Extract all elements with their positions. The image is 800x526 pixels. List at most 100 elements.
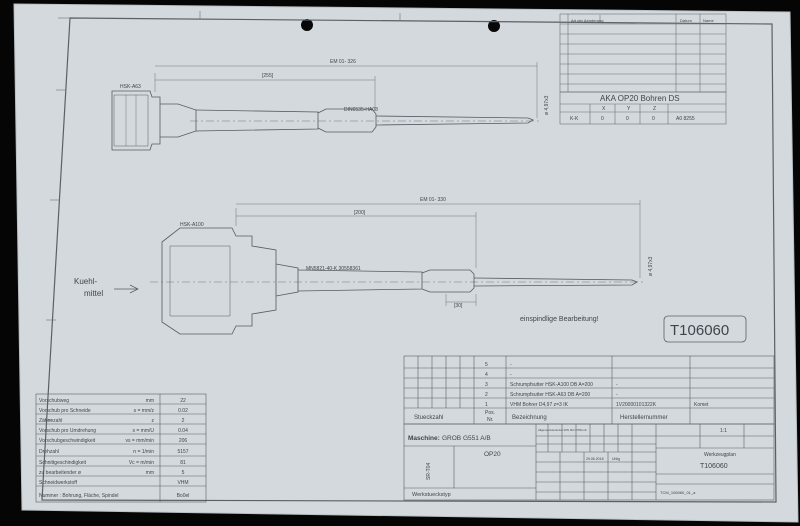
tool1-holder: HSK-A63 <box>120 84 141 90</box>
tool2-holder: HSK-A100 <box>180 222 204 228</box>
cutting-label: zu bearbeitender ø <box>39 470 81 476</box>
aka-row-label: K-K <box>570 116 579 122</box>
header-qty: Stueckzahl <box>414 415 443 421</box>
tool-number-box <box>663 315 747 343</box>
tool1-drawing <box>111 62 540 151</box>
part-text-1: VHM Bohrer D4,97 z=3 IK <box>510 402 569 408</box>
header-desc: Bezeichnung <box>512 415 547 421</box>
revision-col2: Datum <box>680 18 692 23</box>
machining-note: einspindlige Bearbeitung! <box>520 316 599 323</box>
value-z: 0 <box>652 116 655 122</box>
machine-label: Maschine: <box>408 435 440 442</box>
cutting-label: Zähnezahl <box>39 418 62 424</box>
header-pos-1: Pos. <box>485 410 495 416</box>
plan-number: T106060 <box>700 463 728 470</box>
part-supplier-end: Komet <box>694 402 709 408</box>
header-mfr: Herstellernummer <box>620 415 668 421</box>
cutting-value: 0.04 <box>178 428 188 434</box>
paper <box>14 4 798 522</box>
tool2-length: [30] <box>454 303 463 309</box>
cutting-unit: n = 1/min <box>133 449 154 455</box>
tool2-overall: EM 01- 330 <box>420 197 446 203</box>
coolant-label-2: mittel <box>84 289 103 298</box>
part-supplier-3: - <box>616 382 618 388</box>
cutting-value: 0.02 <box>178 408 188 414</box>
cutting-value: 81 <box>180 460 186 466</box>
part-pos-4: 4 <box>485 372 488 378</box>
cutting-value: 5 <box>182 470 185 476</box>
punch-hole-right <box>488 20 500 32</box>
part-pos-3: 3 <box>485 382 488 388</box>
cutting-unit: z <box>152 418 155 424</box>
scale: 1:1 <box>720 428 727 434</box>
part-text-5: - <box>510 362 512 368</box>
cutting-label: Schneidwerkstoff <box>39 480 78 486</box>
cutting-unit: Vc = m/min <box>129 460 154 466</box>
tool1-bracket: [255] <box>262 73 274 79</box>
side-label: SR-T04 <box>426 463 432 480</box>
cutting-value: 5157 <box>177 449 188 455</box>
aka-title: AKA OP20 Bohren DS <box>600 94 680 103</box>
cutting-data-table <box>35 393 207 503</box>
cutting-label: Vorschub pro Umdrehung <box>39 428 96 434</box>
value-x: 0 <box>601 116 604 122</box>
tool2-spec: MN5821-40-K 30558361 <box>306 266 361 272</box>
cutting-label: Vorschubgeschwindigkeit <box>39 438 96 444</box>
tool1-diameter: ø 4,97x3 <box>544 95 550 115</box>
aka-code: A0 8255 <box>676 116 695 122</box>
axis-x: X <box>602 106 606 112</box>
date: 29.06.2018 <box>586 457 604 461</box>
tool2-drawing <box>114 200 645 335</box>
cutting-unit: vs = mm/min <box>126 438 155 444</box>
cutting-value: 2 <box>182 418 185 424</box>
value-y: 0 <box>626 116 629 122</box>
tool2-bracket: [200] <box>354 210 366 216</box>
header-pos-2: Nr. <box>487 417 493 423</box>
frame-ticks <box>44 11 601 421</box>
cutting-unit: s = mm/z <box>134 408 155 414</box>
cutting-label: Schnittgeschindigkeit <box>39 460 87 466</box>
axis-y: Y <box>627 106 631 112</box>
coolant-label-1: Kuehl- <box>74 277 97 286</box>
cutting-label: Drehzahl <box>39 449 59 455</box>
cutting-value: VHM <box>177 480 188 486</box>
revision-col1: Art der Aenderung <box>571 18 603 23</box>
cutting-value: Bo0el <box>177 493 190 499</box>
punch-hole-left <box>301 19 313 31</box>
tool2-diameter: ø 4,97x3 <box>648 256 654 276</box>
tool-number: T106060 <box>670 322 729 339</box>
file-name: TCM_106060_01_a <box>660 490 696 495</box>
axis-z: Z <box>653 106 656 112</box>
part-text-4: - <box>510 372 512 378</box>
op-label: OP20 <box>484 451 501 458</box>
cutting-label: Vorschub pro Schneide <box>39 408 91 414</box>
part-text-3: Schrumpfsutter HSK-A100 DB A=200 <box>510 382 593 388</box>
cutting-unit: s = mm/U <box>132 428 154 434</box>
tool1-overall: EM 01- 326 <box>330 59 356 65</box>
aka-table <box>559 91 727 125</box>
cutting-unit: mm <box>146 398 154 404</box>
tool1-spec: DIN6535-HA08 <box>344 107 378 113</box>
part-pos-1: 1 <box>485 402 488 408</box>
part-pos-2: 2 <box>485 392 488 398</box>
drawing-frame <box>41 17 777 503</box>
cutting-label: Nummer : Bohrung, Fläche, Spindel <box>39 493 118 499</box>
cutting-unit: mm <box>146 470 154 476</box>
part-text-2: Schrumpfsutter HSK-A63 DB A=200 <box>510 392 590 398</box>
plan-label: Werkzeugplan <box>704 452 736 458</box>
part-supplier-2: - <box>616 392 618 398</box>
part-pos-5: 5 <box>485 362 488 368</box>
cutting-value: 206 <box>179 438 188 444</box>
workpiece-label: Werkstueckstyp <box>412 492 451 498</box>
part-supplier-1: 1V20000101322K <box>616 402 657 408</box>
machine-block <box>403 423 775 501</box>
revision-col3: Name <box>703 18 714 23</box>
parts-list-table <box>403 355 775 425</box>
cutting-value: 22 <box>180 398 186 404</box>
machine-value: GROB G551 A/B <box>442 435 491 442</box>
tolerance-heading: Allgemeintoleranzen DIN ISO 2768-mK <box>538 428 587 432</box>
cutting-label: Vorschubweg <box>39 398 69 404</box>
author: Uhlig <box>612 457 620 461</box>
